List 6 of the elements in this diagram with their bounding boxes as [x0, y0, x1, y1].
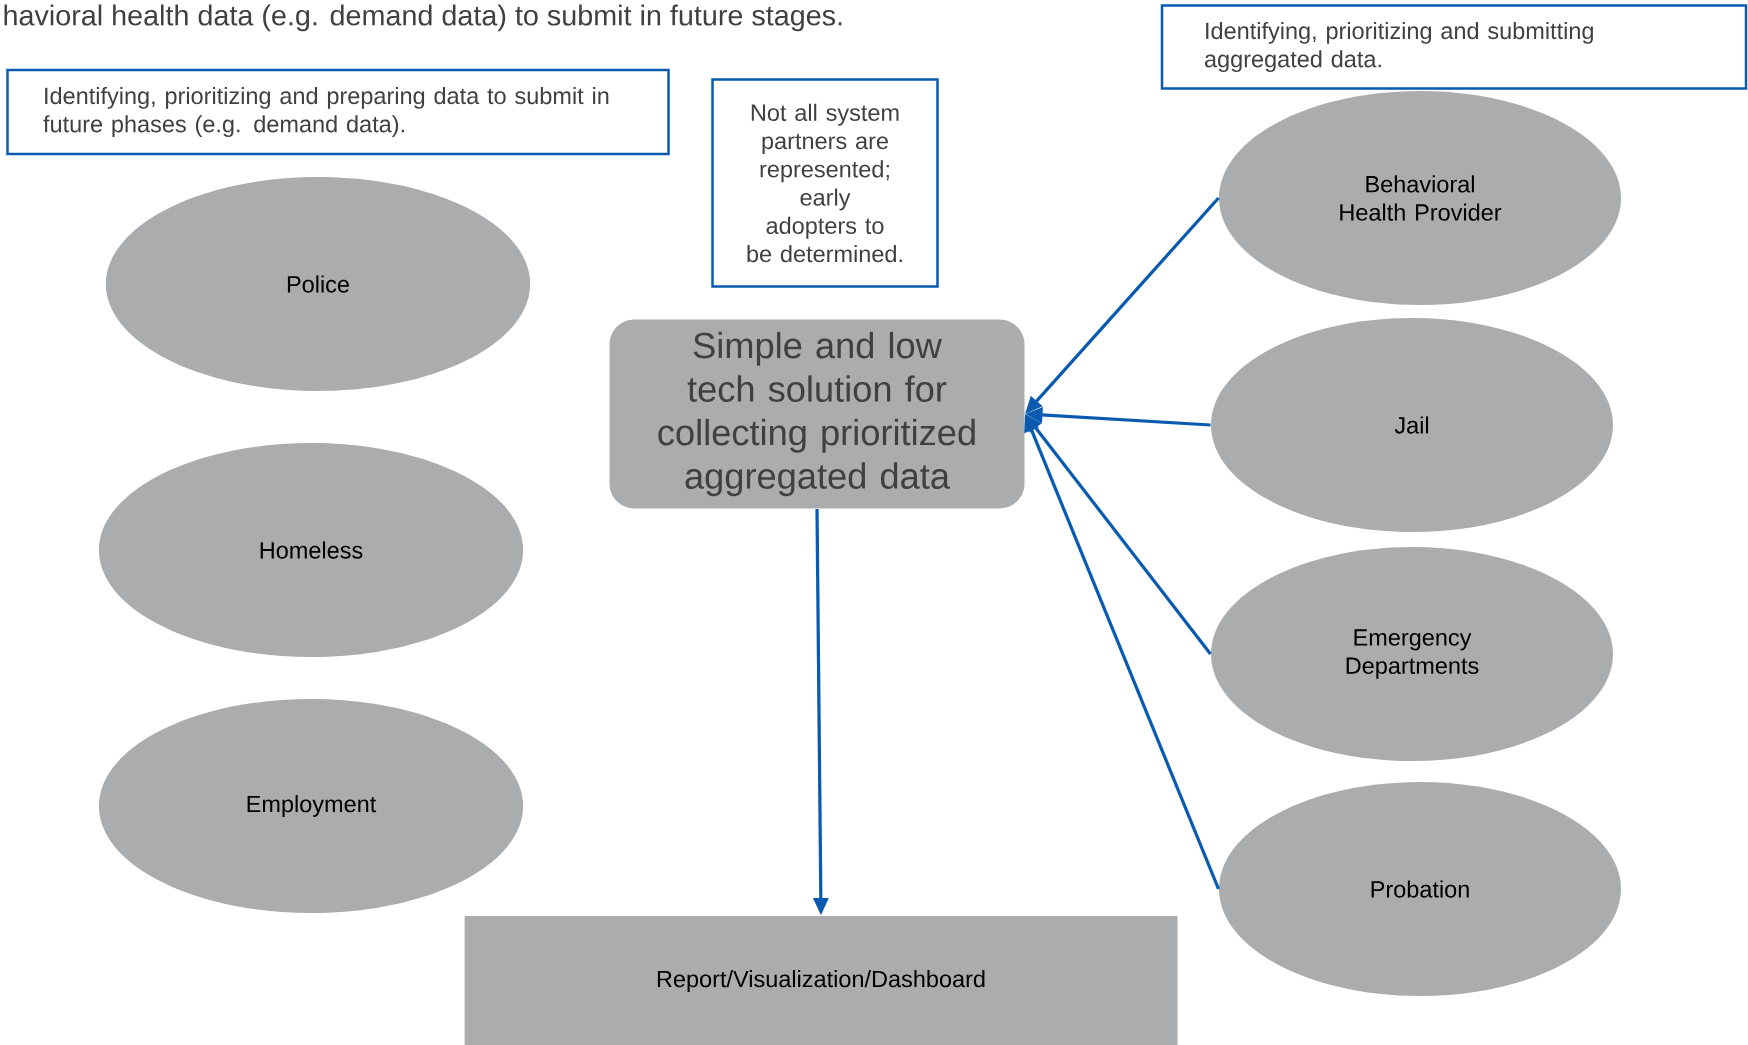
note-box: Not all system partners are represented; early adopters to be determined. [711, 78, 939, 288]
heading-text: havioral health data (e.g. demand data) to submit in future stages. [4, 4, 842, 32]
note-box: Identifying, prioritizing and submitting aggregated data. [1160, 4, 1748, 90]
report-box: Report/Visualization/Dashboard [464, 916, 1178, 1045]
note-box: Identifying, prioritizing and preparing data to submit in future phases (e.g. demand data). [6, 68, 670, 156]
solution-box: Simple and low tech solution for collecting prioritized aggregated data [609, 319, 1025, 509]
